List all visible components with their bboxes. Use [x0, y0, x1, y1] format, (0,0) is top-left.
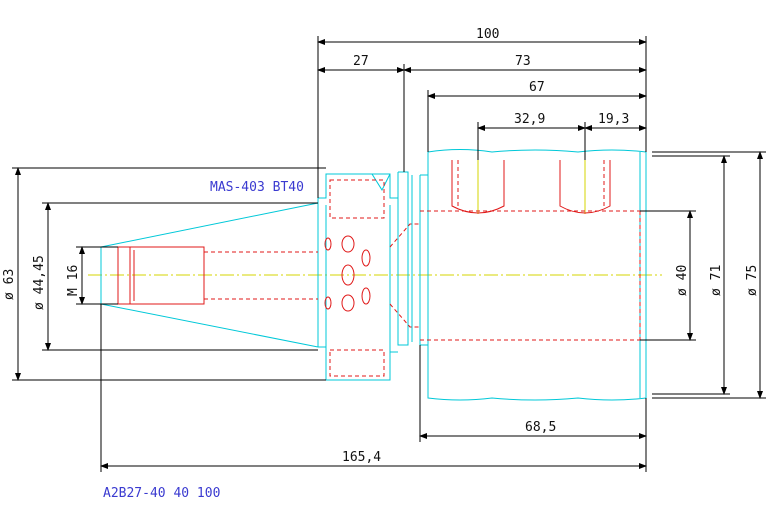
part-number-label: A2B27-40 40 100 — [103, 486, 220, 501]
dim-27-text: 27 — [353, 54, 369, 69]
taper-standard-label: MAS-403 BT40 — [210, 180, 304, 195]
coolant-hole-2 — [341, 235, 355, 253]
coolant-hole-4 — [324, 296, 332, 310]
vertical-dimensions: ø 63 ø 44,45 M 16 ø 40 ø 71 ø 75 — [2, 151, 766, 399]
taper-bottom-edge — [100, 303, 319, 348]
horizontal-dimensions: 100 27 73 67 32,9 19,3 68,5 165,4 — [100, 27, 647, 472]
dim-68-5-text: 68,5 — [525, 420, 556, 435]
dim-165-4-text: 165,4 — [342, 450, 381, 465]
dim-100-text: 100 — [476, 27, 499, 42]
neck-outline — [397, 171, 409, 346]
dim-71-text: ø 71 — [709, 265, 724, 296]
dim-44-45-text: ø 44,45 — [32, 255, 47, 310]
neck-cone — [389, 223, 420, 328]
coolant-hole-6 — [361, 249, 371, 267]
flange-key-bottom — [329, 349, 385, 377]
coolant-hole-7 — [361, 287, 371, 305]
flange-outline-bottom — [318, 346, 398, 381]
v-groove — [371, 173, 391, 192]
screw-bore-left — [451, 160, 505, 214]
dim-19-3-text: 19,3 — [598, 112, 629, 127]
dim-75-text: ø 75 — [745, 265, 760, 296]
threaded-bore — [117, 246, 205, 305]
screw-bore-right — [559, 160, 611, 214]
coolant-hole-3 — [341, 264, 355, 286]
dim-63-text: ø 63 — [2, 269, 17, 300]
coolant-hole-5 — [341, 294, 355, 312]
dim-32-9-text: 32,9 — [514, 112, 545, 127]
dim-m16-text: M 16 — [66, 265, 81, 296]
dim-73-text: 73 — [515, 54, 531, 69]
flange-key-top — [329, 179, 385, 219]
dim-40-text: ø 40 — [675, 265, 690, 296]
taper-top-edge — [100, 202, 319, 248]
dim-67-text: 67 — [529, 80, 545, 95]
hidden-features — [117, 160, 641, 377]
coolant-hole-1 — [324, 237, 332, 251]
